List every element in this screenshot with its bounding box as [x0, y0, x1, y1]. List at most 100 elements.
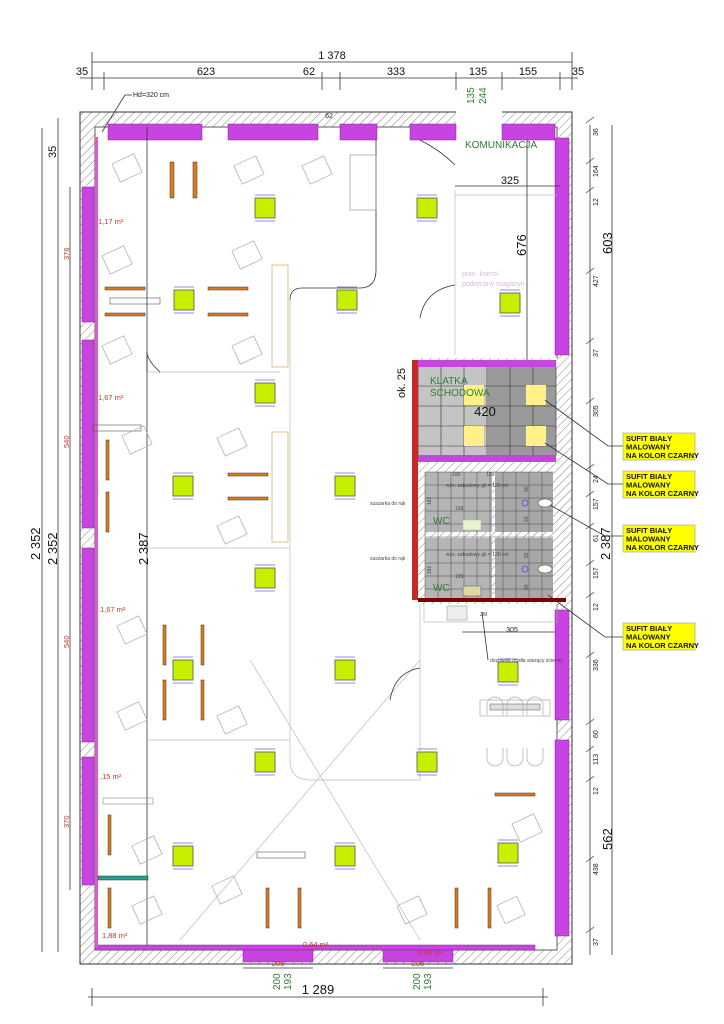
window-dim-label: 244 — [478, 87, 489, 104]
ceiling-lamp-icon — [416, 748, 438, 776]
dim-label: 35 — [47, 146, 59, 158]
wc-note: wys. zabudowy gk = 120 cm — [446, 552, 509, 558]
bottom-dimensions: 206 206 200 193 200 193 1 289 — [88, 959, 548, 1006]
dim-label: 120 — [486, 472, 495, 478]
dim-label: 420 — [474, 404, 496, 419]
ceiling-lamp-icon — [334, 472, 356, 500]
ceiling-lamp-icon — [254, 379, 276, 407]
window-dim-label: 370 — [62, 815, 71, 828]
ceiling-lamp-icon — [172, 472, 194, 500]
callout-text: MALOWANY — [626, 535, 671, 544]
left-dimensions: 35 2 352 2 352 376 540 540 370 2 387 — [28, 118, 151, 952]
room-label-stair: SCHODOWA — [430, 388, 490, 399]
room-labels: KOMUNIKACJA 325 676 pom. ksero/ podręczn… — [370, 140, 563, 664]
desks — [104, 161, 536, 929]
area-label: 1,88 m² — [102, 931, 128, 940]
dim-label: 62 — [303, 66, 315, 78]
hand-dryer-label: suszarka do rąk — [370, 556, 406, 562]
window-dim-label: 376 — [62, 247, 71, 260]
dim-label: 12 — [593, 603, 600, 611]
dim-label: 181 — [427, 565, 433, 574]
dim-label: 35 — [572, 66, 584, 78]
ceiling-lamp-icon — [172, 842, 194, 870]
dim-label: 305 — [593, 405, 600, 417]
ceiling-lamp-icon — [173, 286, 195, 314]
window-dim-label: 206 — [412, 959, 425, 968]
window-dim-label: 193 — [283, 973, 294, 990]
window-dim-label: 193 — [423, 973, 434, 990]
window-dim-label: 200 — [412, 973, 423, 990]
ceiling-height-note: Hd=320 cm — [133, 92, 169, 99]
ceiling-lamp-icon — [254, 564, 276, 592]
callout-text: SUFIT BIAŁY — [626, 624, 672, 633]
dim-total-height: 2 352 — [28, 527, 43, 560]
dim-label: 155 — [519, 66, 537, 78]
room-label-wc: WC — [433, 516, 450, 527]
dim-label: 157 — [593, 567, 600, 579]
area-label: 1,17 m² — [98, 217, 124, 226]
dim-interior-height: 2 387 — [136, 532, 151, 565]
dim-label: 100 — [452, 472, 461, 478]
dim-total-label: 603 — [600, 232, 615, 254]
area-label: 0,64 m² — [418, 948, 444, 957]
callout-text: MALOWANY — [626, 443, 671, 452]
room-label-stair: KLATKA — [430, 376, 468, 387]
window-dim-label: 206 — [272, 959, 285, 968]
dim-label: 676 — [514, 234, 529, 256]
ceiling-lamps — [172, 194, 521, 870]
dim-label: 60 — [593, 730, 600, 738]
dim-label: 438 — [593, 863, 600, 875]
dim-label: 623 — [197, 66, 215, 78]
kitchen-note: dozownik mydła wiszący ścienny — [490, 658, 563, 664]
window-dim-label: 200 — [272, 973, 283, 990]
room-label-komunikacja: KOMUNIKACJA — [465, 140, 538, 151]
window-areas: 1,17 m² 1,67 m² 1,67 m² ,15 m² 1,88 m² 0… — [98, 217, 444, 957]
callout-text: NA KOLOR CZARNY — [626, 641, 699, 650]
ceiling-lamp-icon — [254, 194, 276, 222]
area-label: 1,67 m² — [100, 605, 126, 614]
dim-label: ok. 25 — [396, 368, 408, 398]
ceiling-lamp-icon — [334, 842, 356, 870]
dim-label: 199 — [455, 506, 464, 512]
dim-label: 181 — [427, 496, 433, 505]
ceiling-lamp-icon — [499, 289, 521, 317]
dim-label: 199 — [455, 574, 464, 580]
callout-text: NA KOLOR CZARNY — [626, 543, 699, 552]
dim-label: 164 — [593, 165, 600, 177]
wall-finish — [81, 123, 570, 963]
window-dim-label: 135 — [466, 87, 477, 104]
top-dimensions: 1 378 35 623 62 333 135 155 35 62 135 24… — [76, 50, 584, 133]
callout-text: MALOWANY — [626, 481, 671, 490]
callout-text: MALOWANY — [626, 633, 671, 642]
dim-label: 24 — [593, 475, 600, 483]
ceiling-lamp-icon — [416, 194, 438, 222]
dim-label: 336 — [593, 659, 600, 671]
callout-text: SUFIT BIAŁY — [626, 526, 672, 535]
dim-label: 37 — [593, 938, 600, 946]
dim-label: 333 — [387, 66, 405, 78]
zm-label: ZM — [480, 612, 487, 618]
dim-label: 61 — [593, 534, 600, 542]
ceiling-lamp-icon — [497, 658, 519, 686]
right-dimensions: 3616412427373052415761157123366011312438… — [585, 116, 615, 955]
dim-label: 427 — [593, 275, 600, 287]
dim-total-height: 2 352 — [45, 532, 60, 565]
ceiling-lamp-icon — [172, 656, 194, 684]
dim-total-width: 1 378 — [318, 50, 346, 62]
area-label: 1,67 m² — [98, 393, 124, 402]
dim-total-width: 1 289 — [302, 982, 335, 997]
ceiling-lamp-icon — [254, 748, 276, 776]
room-label-ksero: podręczny magazyn — [462, 281, 525, 288]
dim-label: 113 — [593, 754, 600, 765]
wc-note: wys. zabudowy gk = 120 cm — [446, 483, 509, 489]
ceiling-lamp-icon — [336, 286, 358, 314]
callout-text: SUFIT BIAŁY — [626, 434, 672, 443]
dim-label: 36 — [593, 128, 600, 136]
window-dim-label: 540 — [62, 635, 71, 648]
staircase — [412, 358, 566, 600]
dim-label: 37 — [593, 349, 600, 357]
